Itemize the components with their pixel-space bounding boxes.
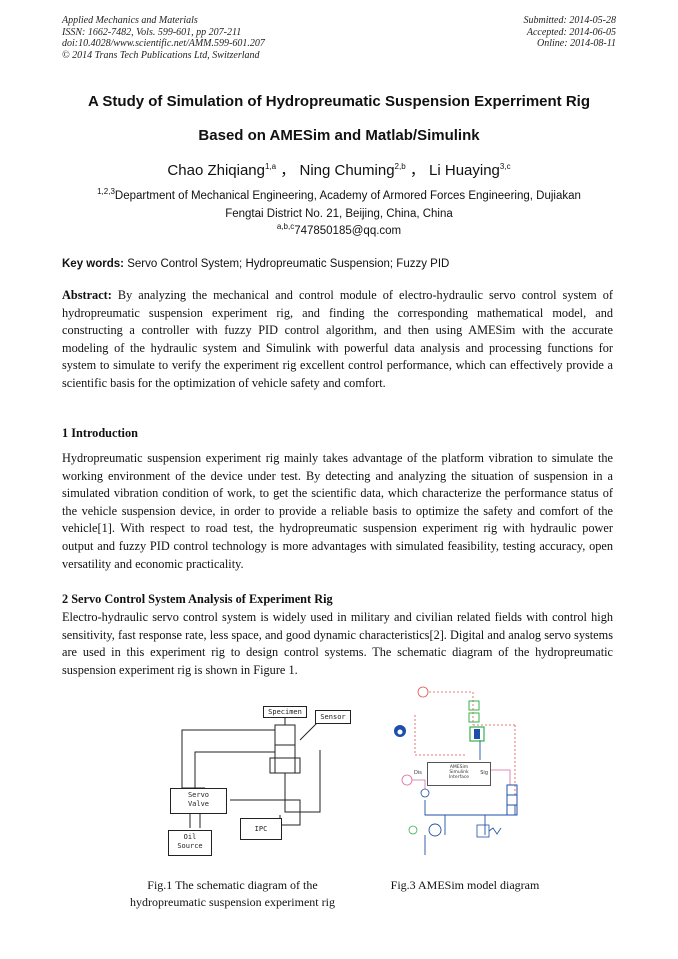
section-1-heading: 1 Introduction [62, 426, 138, 440]
issn: ISSN: 1662-7482, Vols. 599-601, pp 207-2… [62, 26, 242, 38]
amesim-label-3: Interface [448, 775, 470, 780]
title-line-1: A Study of Simulation of Hydropreumatic … [87, 93, 590, 110]
abstract-label: Abstract: [62, 288, 112, 302]
abstract-text: By analyzing the mechanical and control … [62, 288, 613, 390]
section-2-heading: 2 Servo Control System Analysis of Exper… [62, 592, 333, 606]
dis-port-label: Dis [414, 770, 422, 776]
amesim-label-1: AMESim [449, 765, 469, 770]
author-3-sup: 3,c [499, 162, 511, 171]
figure-1-caption-line-1: Fig.1 The schematic diagram of the [147, 878, 318, 892]
keywords: Key words: Servo Control System; Hydropr… [62, 258, 449, 270]
servo-valve-box: Servo Valve [170, 788, 227, 814]
authors: Chao Zhiqiang1,a ， Ning Chuming2,b ， Li … [30, 159, 648, 180]
figure-3-lines [394, 686, 518, 855]
author-sep-1: ， [280, 162, 296, 179]
section-2-text: Electro-hydraulic servo control system i… [62, 610, 613, 677]
author-sep-2: ， [409, 162, 425, 179]
oil-source-label-1: Oil [183, 833, 197, 841]
journal-info: Applied Mechanics and Materials ISSN: 16… [62, 15, 265, 61]
figure-3-model: AMESim Simulink Interface Dis Sig [385, 685, 535, 865]
copyright: © 2014 Trans Tech Publications Ltd, Swit… [62, 49, 260, 61]
email-line: a,b,c747850185@qq.com [30, 222, 648, 237]
sensor-box: Sensor [315, 710, 351, 724]
accepted-date: Accepted: 2014-06-05 [526, 26, 616, 38]
submitted-date: Submitted: 2014-05-28 [523, 15, 617, 26]
oil-source-label-2: Source [177, 842, 203, 850]
section-1-text: Hydropreumatic suspension experiment rig… [62, 451, 613, 571]
affiliation-sup: 1,2,3 [97, 187, 115, 197]
author-1: Chao Zhiqiang [167, 162, 265, 179]
author-2-sup: 2,b [394, 162, 406, 171]
figure-1-schematic: Specimen Sensor Servo Valve IPC Oil Sour… [160, 700, 360, 860]
amesim-label-2: Simulink [449, 770, 469, 775]
title-line-2: Based on AMESim and Matlab/Simulink [198, 127, 480, 144]
figure-1-caption-line-2: hydropreumatic suspension experiment rig [130, 895, 335, 909]
affiliation-line-1: 1,2,3Department of Mechanical Engineerin… [30, 187, 648, 202]
oil-source-box: Oil Source [168, 830, 212, 856]
author-1-sup: 1,a [265, 162, 277, 171]
sig-port-label: Sig [480, 770, 488, 776]
servo-valve-label-1: Servo [187, 791, 210, 799]
figure-3-caption: Fig.3 AMESim model diagram [390, 878, 540, 892]
affiliation-text-1: Department of Mechanical Engineering, Ac… [114, 190, 581, 202]
keywords-text: Servo Control System; Hydropreumatic Sus… [127, 258, 450, 270]
doi: doi:10.4028/www.scientific.net/AMM.599-6… [62, 38, 265, 49]
email-sup: a,b,c [276, 222, 295, 232]
ipc-box: IPC [240, 818, 282, 840]
keywords-label: Key words: [62, 258, 124, 270]
affiliation-line-2: Fengtai District No. 21, Beijing, China,… [225, 208, 453, 220]
figure-1-caption: Fig.1 The schematic diagram of the hydro… [100, 877, 365, 911]
dates-info: Submitted: 2014-05-28 Accepted: 2014-06-… [524, 15, 617, 50]
author-3: Li Huaying [429, 162, 500, 179]
journal-name: Applied Mechanics and Materials [62, 15, 198, 26]
email: 747850185@qq.com [294, 225, 402, 237]
abstract: Abstract: By analyzing the mechanical an… [62, 287, 613, 393]
amesim-interface-block: AMESim Simulink Interface Dis Sig [414, 762, 491, 786]
specimen-box: Specimen [263, 706, 307, 718]
servo-valve-label-2: Valve [187, 800, 210, 808]
author-2: Ning Chuming [299, 162, 395, 179]
online-date: Online: 2014-08-11 [537, 38, 616, 49]
